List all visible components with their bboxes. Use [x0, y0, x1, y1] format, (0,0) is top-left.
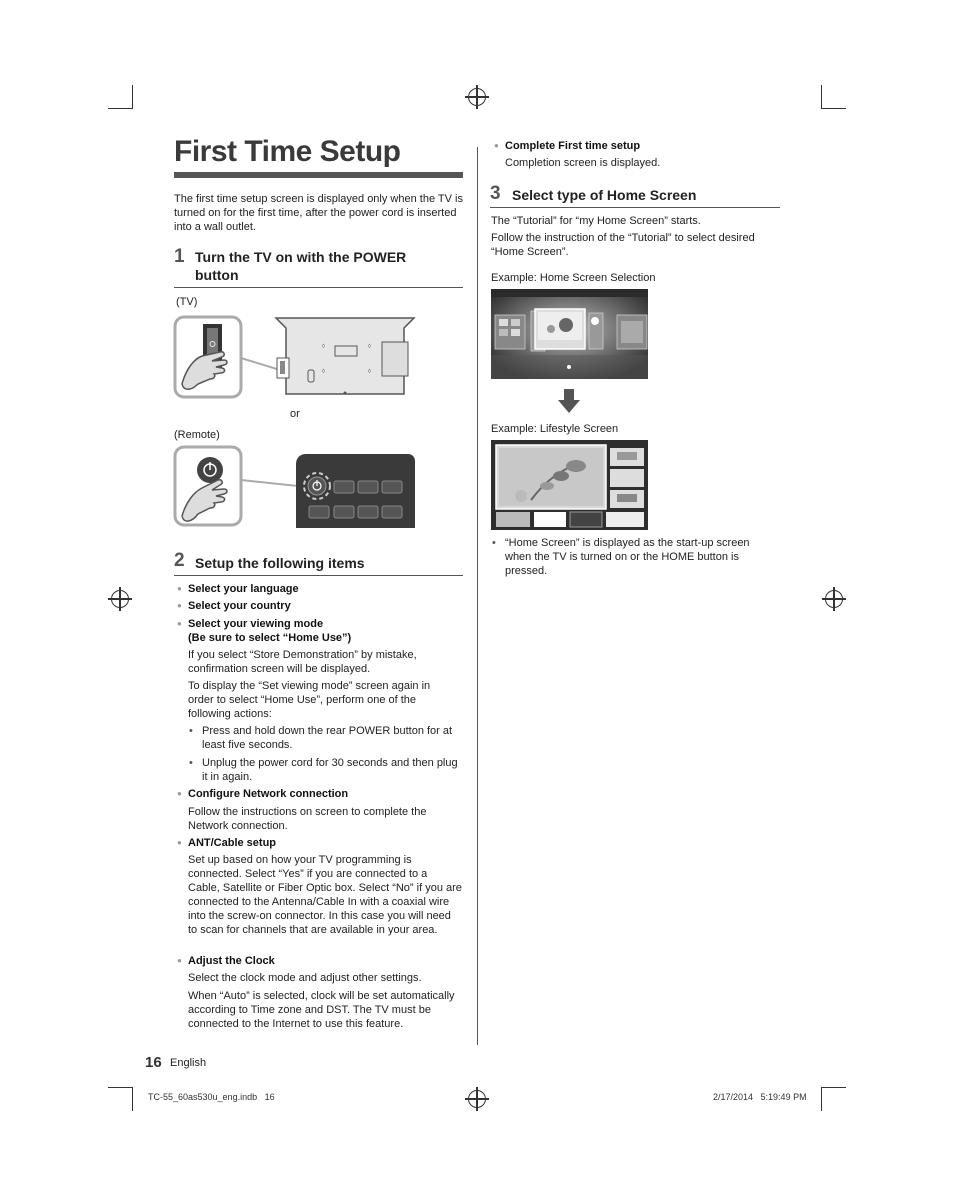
tv-power-illustration: ◊ ◊ ◊ ◊	[173, 315, 416, 399]
list-item-language: Select your language	[177, 582, 299, 596]
clock-text-2: When “Auto” is selected, clock will be s…	[188, 990, 455, 1030]
step-1-rule	[174, 287, 463, 288]
crop-mark	[132, 85, 133, 109]
list-item-country: Select your country	[177, 599, 291, 613]
step-1-number: 1	[174, 246, 185, 267]
step-3-title: Select type of Home Screen	[512, 187, 697, 203]
arrow-down-icon	[558, 389, 580, 413]
footer-date: 2/17/2014 5:19:49 PM	[713, 1092, 807, 1102]
example-1-label: Example: Home Screen Selection	[491, 272, 656, 284]
step-3-rule	[490, 207, 780, 208]
list-item-ant-cable: ANT/Cable setup	[177, 836, 276, 850]
network-text: Follow the instructions on screen to com…	[188, 806, 427, 832]
list-item-complete-setup: Complete First time setup	[494, 139, 640, 153]
svg-text:◊: ◊	[322, 343, 325, 350]
complete-setup-text: Completion screen is displayed.	[505, 157, 661, 169]
list-item-viewing-mode-sub: (Be sure to select “Home Use”)	[188, 632, 352, 644]
title-underline	[174, 172, 463, 178]
clock-text-1: Select the clock mode and adjust other s…	[188, 972, 422, 984]
intro-text: The first time setup screen is displayed…	[174, 193, 463, 233]
or-label: or	[290, 408, 300, 420]
step-2-rule	[174, 575, 463, 576]
footer-file: TC-55_60as530u_eng.indb 16	[148, 1092, 275, 1102]
tv-label: (TV)	[176, 296, 198, 308]
svg-text:◊: ◊	[368, 368, 371, 375]
viewing-mode-bullet-2: Unplug the power cord for 30 seconds and…	[189, 756, 458, 784]
crop-mark	[822, 108, 846, 109]
remote-power-illustration	[173, 445, 415, 528]
registration-mark-icon	[465, 85, 489, 109]
page-number: 16	[145, 1054, 162, 1071]
svg-text:◊: ◊	[368, 343, 371, 350]
ant-cable-text: Set up based on how your TV programming …	[188, 854, 462, 936]
crop-mark	[821, 85, 822, 109]
home-screen-selection-image	[491, 289, 648, 379]
registration-mark-icon	[465, 1087, 489, 1111]
step-3-text-1: The “Tutorial” for “my Home Screen” star…	[491, 215, 701, 227]
viewing-mode-text-1: If you select “Store Demonstration” by m…	[188, 649, 417, 675]
step-3-text-2: Follow the instruction of the “Tutorial”…	[491, 232, 755, 258]
step-1-title: Turn the TV on with the POWER button	[195, 249, 407, 283]
crop-mark	[108, 1087, 132, 1088]
page-title: First Time Setup	[174, 135, 401, 168]
list-item-clock: Adjust the Clock	[177, 954, 275, 968]
remote-label: (Remote)	[174, 429, 220, 441]
home-screen-note: “Home Screen” is displayed as the start-…	[492, 536, 770, 578]
example-2-label: Example: Lifestyle Screen	[491, 423, 619, 435]
step-2-title: Setup the following items	[195, 555, 365, 571]
list-item-network: Configure Network connection	[177, 787, 348, 801]
crop-mark	[132, 1087, 133, 1111]
crop-mark	[108, 108, 132, 109]
viewing-mode-text-2: To display the “Set viewing mode” screen…	[188, 680, 431, 720]
registration-mark-icon	[822, 587, 846, 611]
step-2-number: 2	[174, 550, 185, 571]
svg-text:◊: ◊	[322, 368, 325, 375]
column-divider	[477, 147, 478, 1045]
crop-mark	[821, 1087, 822, 1111]
lifestyle-screen-image	[491, 440, 648, 530]
crop-mark	[822, 1087, 846, 1088]
step-3-number: 3	[490, 183, 501, 204]
footer-language: English	[170, 1057, 207, 1069]
registration-mark-icon	[108, 587, 132, 611]
viewing-mode-bullet-1: Press and hold down the rear POWER butto…	[189, 724, 458, 752]
list-item-viewing-mode: Select your viewing mode	[177, 617, 323, 631]
